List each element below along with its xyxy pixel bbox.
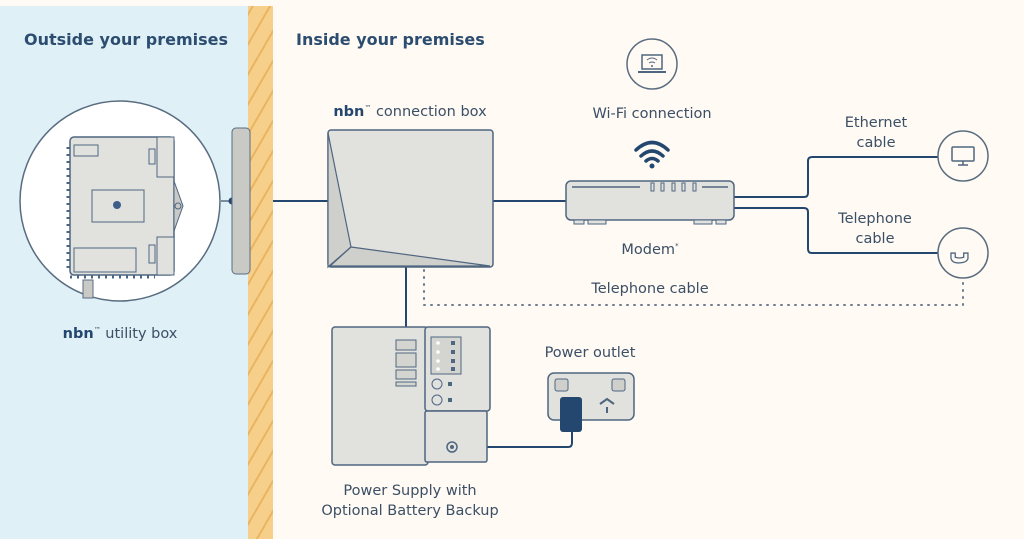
outside-premises-title: Outside your premises	[24, 30, 229, 49]
power-outlet	[547, 372, 635, 432]
power-outlet-label: Power outlet	[544, 345, 636, 361]
wifi-icon	[634, 140, 670, 169]
telephone-cable-line	[734, 207, 938, 254]
telephone-dotted-cable-label: Telephone cable	[591, 281, 709, 297]
monitor-icon	[937, 130, 989, 182]
inside-premises-title: Inside your premises	[296, 30, 485, 49]
power-outlet-cable	[487, 428, 573, 448]
wall	[248, 6, 273, 539]
modem	[565, 180, 735, 225]
laptop-wifi-icon	[626, 38, 678, 90]
connection-box-label: nbn™ connection box	[333, 103, 487, 120]
phone-icon	[937, 227, 989, 279]
wall-plate	[231, 127, 251, 275]
connection-box	[327, 129, 494, 269]
utility-box	[19, 100, 236, 302]
utility-box-label: nbn™ utility box	[62, 325, 178, 342]
power-supply-unit	[331, 326, 491, 466]
wifi-connection-label: Wi-Fi connection	[592, 106, 712, 122]
ethernet-cable-line	[734, 156, 938, 198]
modem-label: Modem*	[621, 241, 679, 258]
